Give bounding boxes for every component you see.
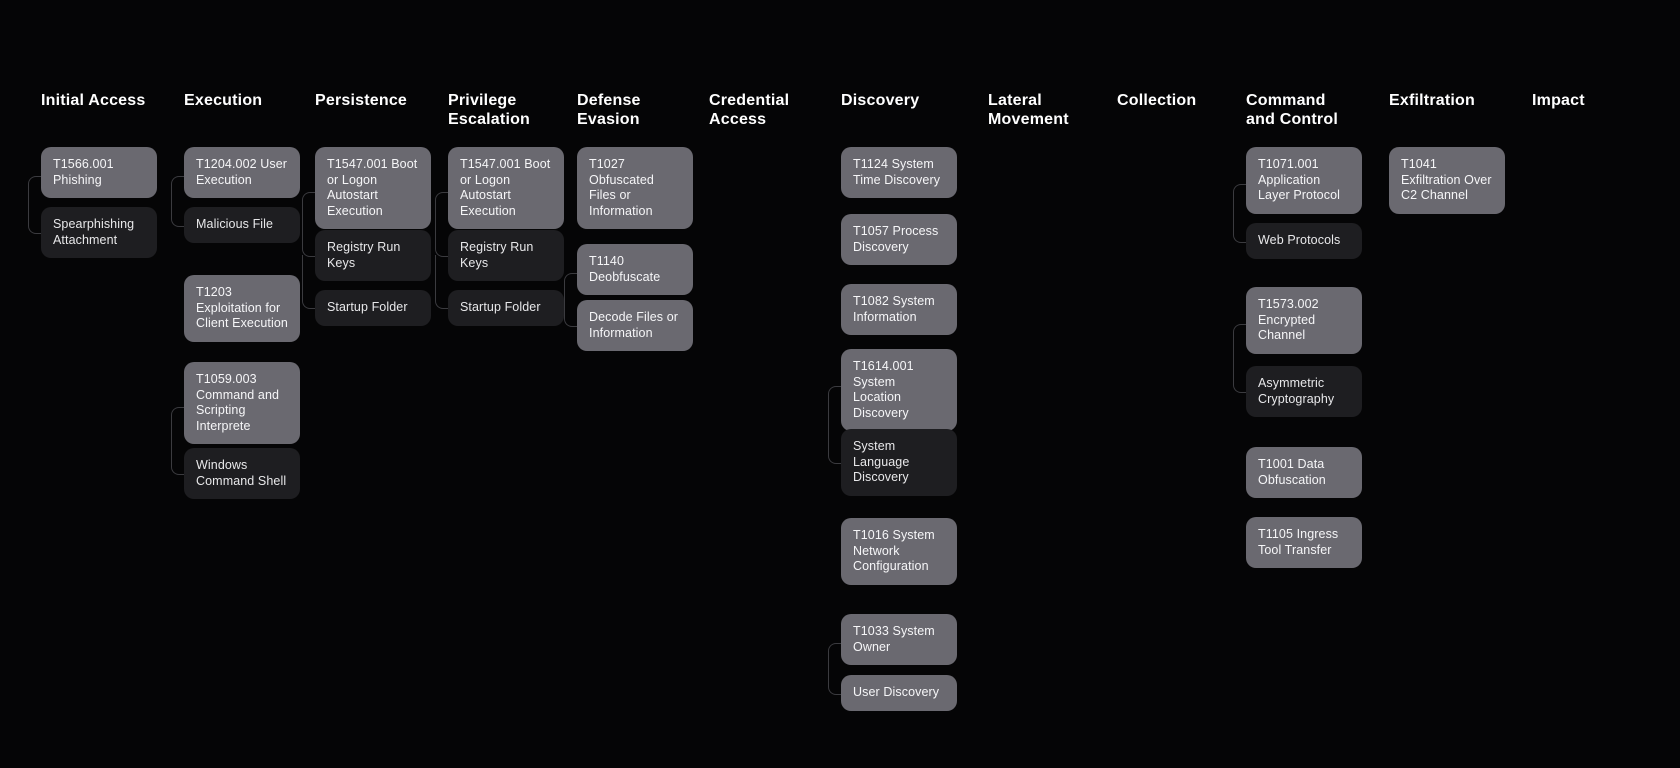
subtechnique-asymmetric-cryptography[interactable]: Asymmetric Cryptography xyxy=(1246,366,1362,417)
technique-t1566-001-phishing[interactable]: T1566.001 Phishing xyxy=(41,147,157,198)
technique-t1547-001-boot-logon-autostart[interactable]: T1547.001 Boot or Logon Autostart Execut… xyxy=(315,147,431,229)
technique-t1082-system-information[interactable]: T1082 System Information xyxy=(841,284,957,335)
column-header-command-and-control: Command and Control xyxy=(1246,92,1338,128)
technique-t1041-exfiltration-over-c2-channel[interactable]: T1041 Exfiltration Over C2 Channel xyxy=(1389,147,1505,214)
technique-t1059-003-command-scripting[interactable]: T1059.003 Command and Scripting Interpre… xyxy=(184,362,300,444)
subtechnique-registry-run-keys[interactable]: Registry Run Keys xyxy=(315,230,431,281)
technique-t1001-data-obfuscation[interactable]: T1001 Data Obfuscation xyxy=(1246,447,1362,498)
technique-t1124-system-time-discovery[interactable]: T1124 System Time Discovery xyxy=(841,147,957,198)
technique-t1033-system-owner[interactable]: T1033 System Owner xyxy=(841,614,957,665)
connector-line xyxy=(828,386,842,464)
column-header-discovery: Discovery xyxy=(841,92,920,109)
column-header-exfiltration: Exfiltration xyxy=(1389,92,1475,109)
subtechnique-startup-folder[interactable]: Startup Folder xyxy=(315,290,431,326)
subtechnique-registry-run-keys[interactable]: Registry Run Keys xyxy=(448,230,564,281)
column-header-initial-access: Initial Access xyxy=(41,92,146,109)
connector-line xyxy=(171,407,185,475)
column-header-persistence: Persistence xyxy=(315,92,408,109)
subtechnique-system-language-discovery[interactable]: System Language Discovery xyxy=(841,429,957,496)
connector-line xyxy=(435,255,449,309)
technique-t1027-obfuscated-files[interactable]: T1027 Obfuscated Files or Information xyxy=(577,147,693,229)
connector-line xyxy=(564,273,578,327)
column-header-defense-evasion: Defense Evasion xyxy=(577,92,641,128)
connector-line xyxy=(828,643,842,695)
column-header-lateral-movement: Lateral Movement xyxy=(988,92,1069,128)
connector-line xyxy=(435,192,449,257)
technique-user-discovery[interactable]: User Discovery xyxy=(841,675,957,711)
connector-line xyxy=(171,176,185,227)
subtechnique-startup-folder[interactable]: Startup Folder xyxy=(448,290,564,326)
column-header-credential-access: Credential Access xyxy=(709,92,790,128)
column-header-privilege-escalation: Privilege Escalation xyxy=(448,92,531,128)
technique-t1203-exploitation[interactable]: T1203 Exploitation for Client Execution xyxy=(184,275,300,342)
subtechnique-malicious-file[interactable]: Malicious File xyxy=(184,207,300,243)
subtechnique-web-protocols[interactable]: Web Protocols xyxy=(1246,223,1362,259)
connector-line xyxy=(302,255,316,309)
column-header-impact: Impact xyxy=(1532,92,1585,109)
technique-t1105-ingress-tool-transfer[interactable]: T1105 Ingress Tool Transfer xyxy=(1246,517,1362,568)
column-header-execution: Execution xyxy=(184,92,263,109)
connector-line xyxy=(1233,324,1247,393)
column-header-collection: Collection xyxy=(1117,92,1197,109)
technique-t1573-002-encrypted-channel[interactable]: T1573.002 Encrypted Channel xyxy=(1246,287,1362,354)
technique-decode-files-or-information[interactable]: Decode Files or Information xyxy=(577,300,693,351)
technique-t1140-deobfuscate[interactable]: T1140 Deobfuscate xyxy=(577,244,693,295)
connector-line xyxy=(28,176,42,234)
connector-line xyxy=(1233,184,1247,243)
technique-t1071-001-application-layer-protocol[interactable]: T1071.001 Application Layer Protocol xyxy=(1246,147,1362,214)
technique-t1614-001-system-location-discovery[interactable]: T1614.001 System Location Discovery xyxy=(841,349,957,431)
technique-t1547-001-boot-logon-autostart[interactable]: T1547.001 Boot or Logon Autostart Execut… xyxy=(448,147,564,229)
subtechnique-windows-command-shell[interactable]: Windows Command Shell xyxy=(184,448,300,499)
technique-t1057-process-discovery[interactable]: T1057 Process Discovery xyxy=(841,214,957,265)
technique-t1204-002-user-execution[interactable]: T1204.002 User Execution xyxy=(184,147,300,198)
subtechnique-spearphishing-attachment[interactable]: Spearphishing Attachment xyxy=(41,207,157,258)
technique-t1016-system-network-configuration[interactable]: T1016 System Network Configuration xyxy=(841,518,957,585)
connector-line xyxy=(302,192,316,257)
